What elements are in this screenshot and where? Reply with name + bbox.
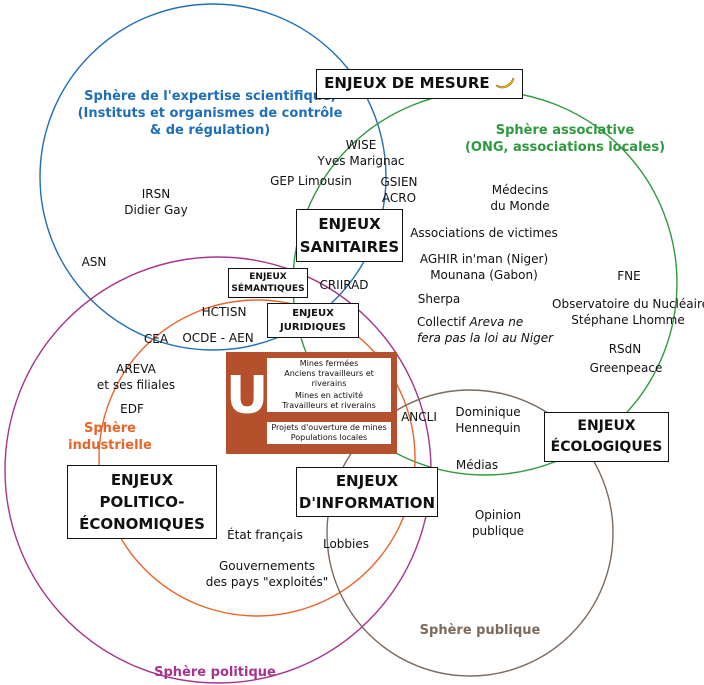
actor-gep: GEP Limousin [270,174,352,188]
mines-projects-line2: Populations locales [290,433,368,442]
actor-aghir: AGHIR in'man (Niger) Mounana (Gabon) [414,251,554,283]
mines-active-line1: Mines en activité [294,391,364,400]
actor-gouvernements: Gouvernements des pays "exploités" [202,558,332,590]
mines-closed-line2: Anciens travailleurs et riverains [284,369,374,388]
sphere-public-label: Sphère publique [419,623,541,638]
actor-collectif-line2: fera pas la loi au Niger [417,331,554,345]
actor-gsien: GSIEN ACRO [372,174,426,206]
actor-hctisn: HCTISN [201,305,247,319]
actor-observatoire-line2: Stéphane Lhomme [571,313,685,327]
sphere-associative-line1: Sphère associative [495,123,635,138]
actor-lobbies: Lobbies [322,537,370,551]
issue-politico-box: ENJEUX POLITICO- ÉCONOMIQUES [67,465,217,539]
sphere-industrial-line2: industrielle [68,438,152,453]
issue-politico-line3: ÉCONOMIQUES [79,515,205,533]
actor-asn: ASN [81,255,107,269]
actor-greenpeace: Greenpeace [589,361,663,375]
sphere-expertise-line2: (Instituts et organismes de contrôle [77,106,343,121]
issue-sanitaires-box: ENJEUX SANITAIRES [296,209,403,262]
sphere-industrial-circle [98,299,416,617]
actor-aghir-line2: Mounana (Gabon) [430,268,538,282]
sphere-associative-label: Sphère associative (ONG, associations lo… [455,122,675,156]
sphere-expertise-circle [39,3,387,351]
issue-ecologiques-box: ENJEUX ÉCOLOGIQUES [544,412,669,462]
actor-gouvernements-line2: des pays "exploités" [205,575,329,589]
sphere-associative-line2: (ONG, associations locales) [464,140,666,155]
issue-semantiques-line1: ENJEUX [249,272,287,282]
mines-active-line2: Travailleurs et riverains [282,401,376,410]
issue-sanitaires-line2: SANITAIRES [299,238,400,256]
actor-irsn: IRSN Didier Gay [106,186,206,218]
mines-closed-box: Mines fermées Anciens travailleurs et ri… [267,358,391,390]
issue-sanitaires-line1: ENJEUX [318,215,381,233]
actor-etat: État français [227,528,303,542]
issue-juridiques-line2: JURIDIQUES [280,322,346,333]
actor-opinion-line1: Opinion [474,508,522,522]
actor-observatoire: Observatoire du Nucléaire Stéphane Lhomm… [552,296,704,328]
actor-areva-line1: AREVA [116,362,156,376]
actor-hennequin: Dominique Hennequin [446,404,530,436]
actor-medias: Médias [455,458,499,472]
actor-areva-line2: et ses filiales [96,378,176,392]
actor-wise: WISE Yves Marignac [306,137,416,169]
actor-hennequin-line2: Hennequin [455,421,521,435]
actor-ancli: ANCLI [401,410,437,424]
actor-gouvernements-line1: Gouvernements [218,559,316,573]
sphere-expertise-label: Sphère de l'expertise scientifique, (Ins… [60,88,360,139]
mines-active-box: Mines en activité Travailleurs et rivera… [267,390,391,412]
actor-criirad: CRIIRAD [319,278,369,292]
mines-closed-line1: Mines fermées [299,359,359,368]
actor-medecins-line1: Médecins [491,183,549,197]
actor-medecins-line2: du Monde [490,199,550,213]
actor-medecins: Médecins du Monde [480,182,560,214]
sphere-political-label: Sphère politique [154,665,276,680]
issue-information-box: ENJEUX D'INFORMATION [296,467,438,517]
issue-information-line2: D'INFORMATION [298,494,436,512]
sphere-expertise-line3: & de régulation) [149,123,271,138]
issue-information-line1: ENJEUX [335,472,399,490]
issue-mesure-title: ENJEUX DE MESURE [324,74,490,92]
actor-aghir-line1: AGHIR in'man (Niger) [419,252,549,266]
banana-icon [495,77,515,89]
sphere-industrial-line1: Sphère [84,421,136,436]
issue-juridiques-line1: ENJEUX [292,308,334,319]
actor-irsn-line2: Didier Gay [124,203,188,217]
actor-irsn-line1: IRSN [141,187,171,201]
actor-collectif-line1-italic: Areva ne [469,315,524,329]
actor-victimes: Associations de victimes [410,226,558,240]
issue-politico-line2: POLITICO- [99,493,185,511]
actor-hennequin-line1: Dominique [455,405,521,419]
sphere-public-circle [326,389,614,677]
mines-projects-box: Projets d'ouverture de mines Populations… [267,422,391,444]
actor-wise-line1: WISE [345,138,377,152]
actor-collectif-line1: Collectif [417,315,470,329]
actor-opinion: Opinion publique [465,507,531,539]
actor-gsien-line1: GSIEN [380,175,418,189]
uranium-mines-block: U Mines fermées Anciens travailleurs et … [226,352,397,454]
actor-rsdn: RSdN [608,342,642,356]
actor-gsien-line2: ACRO [381,191,417,205]
actor-cea: CEA [143,332,169,346]
issue-semantiques-line2: SÉMANTIQUES [231,284,305,294]
mines-projects-line1: Projets d'ouverture de mines [271,423,387,432]
issue-mesure-box: ENJEUX DE MESURE [316,69,523,99]
actor-ocde: OCDE - AEN [182,331,254,345]
sphere-expertise-line1: Sphère de l'expertise scientifique, [84,89,336,104]
issue-ecologiques-line2: ÉCOLOGIQUES [550,439,663,455]
issue-ecologiques-line1: ENJEUX [577,418,636,434]
actor-opinion-line2: publique [471,524,525,538]
actor-observatoire-line1: Observatoire du Nucléaire [552,297,704,311]
actor-collectif: Collectif Areva ne fera pas la loi au Ni… [417,314,557,346]
actor-areva: AREVA et ses filiales [89,361,183,393]
actor-sherpa: Sherpa [417,292,461,306]
actor-edf: EDF [120,402,144,416]
issue-politico-line1: ENJEUX [110,471,174,489]
uranium-letter: U [226,366,269,426]
issue-semantiques-box: ENJEUX SÉMANTIQUES [228,268,308,298]
actor-fne: FNE [617,269,641,283]
sphere-industrial-label: Sphère industrielle [60,420,160,454]
actor-wise-line2: Yves Marignac [317,154,405,168]
issue-juridiques-box: ENJEUX JURIDIQUES [267,303,359,338]
